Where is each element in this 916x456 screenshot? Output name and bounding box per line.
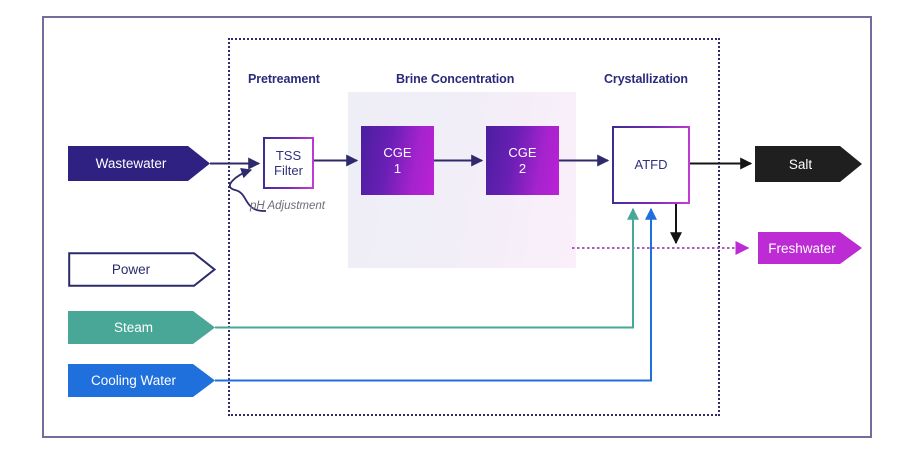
unit-atfd-label: ATFD — [634, 157, 668, 173]
stream-salt[interactable]: Salt — [755, 146, 862, 182]
unit-tss-filter-line2: Filter — [274, 163, 303, 178]
power-chevron-outline — [68, 252, 216, 287]
section-title-brine-concentration: Brine Concentration — [396, 72, 515, 86]
stream-freshwater[interactable]: Freshwater — [758, 232, 862, 264]
stream-cooling-water-label: Cooling Water — [90, 373, 177, 388]
unit-cge-1-line2: 1 — [393, 160, 402, 176]
unit-atfd[interactable]: ATFD — [612, 126, 690, 204]
stream-salt-label: Salt — [788, 156, 813, 172]
unit-tss-filter[interactable]: TSS Filter — [263, 137, 314, 189]
stream-steam-label: Steam — [113, 320, 154, 335]
stream-cooling-water[interactable]: Cooling Water — [68, 364, 215, 397]
unit-cge-2-line1: CGE — [508, 145, 537, 161]
unit-cge-2-line2: 2 — [518, 160, 527, 176]
stream-wastewater[interactable]: Wastewater — [68, 146, 210, 181]
stream-power-label: Power — [111, 262, 151, 277]
annotation-ph-adjustment: pH Adjustment — [250, 200, 325, 212]
unit-tss-filter-line1: TSS — [275, 147, 302, 163]
section-title-crystallization: Crystallization — [604, 72, 688, 86]
stream-power[interactable]: Power — [68, 252, 216, 287]
unit-cge-2[interactable]: CGE 2 — [486, 126, 559, 195]
unit-cge-1[interactable]: CGE 1 — [361, 126, 434, 195]
stream-freshwater-label: Freshwater — [768, 240, 836, 256]
unit-cge-1-line1: CGE — [383, 145, 412, 161]
stream-wastewater-label: Wastewater — [95, 156, 167, 171]
stream-steam[interactable]: Steam — [68, 311, 215, 344]
section-title-pretreatment: Pretreament — [248, 72, 320, 86]
